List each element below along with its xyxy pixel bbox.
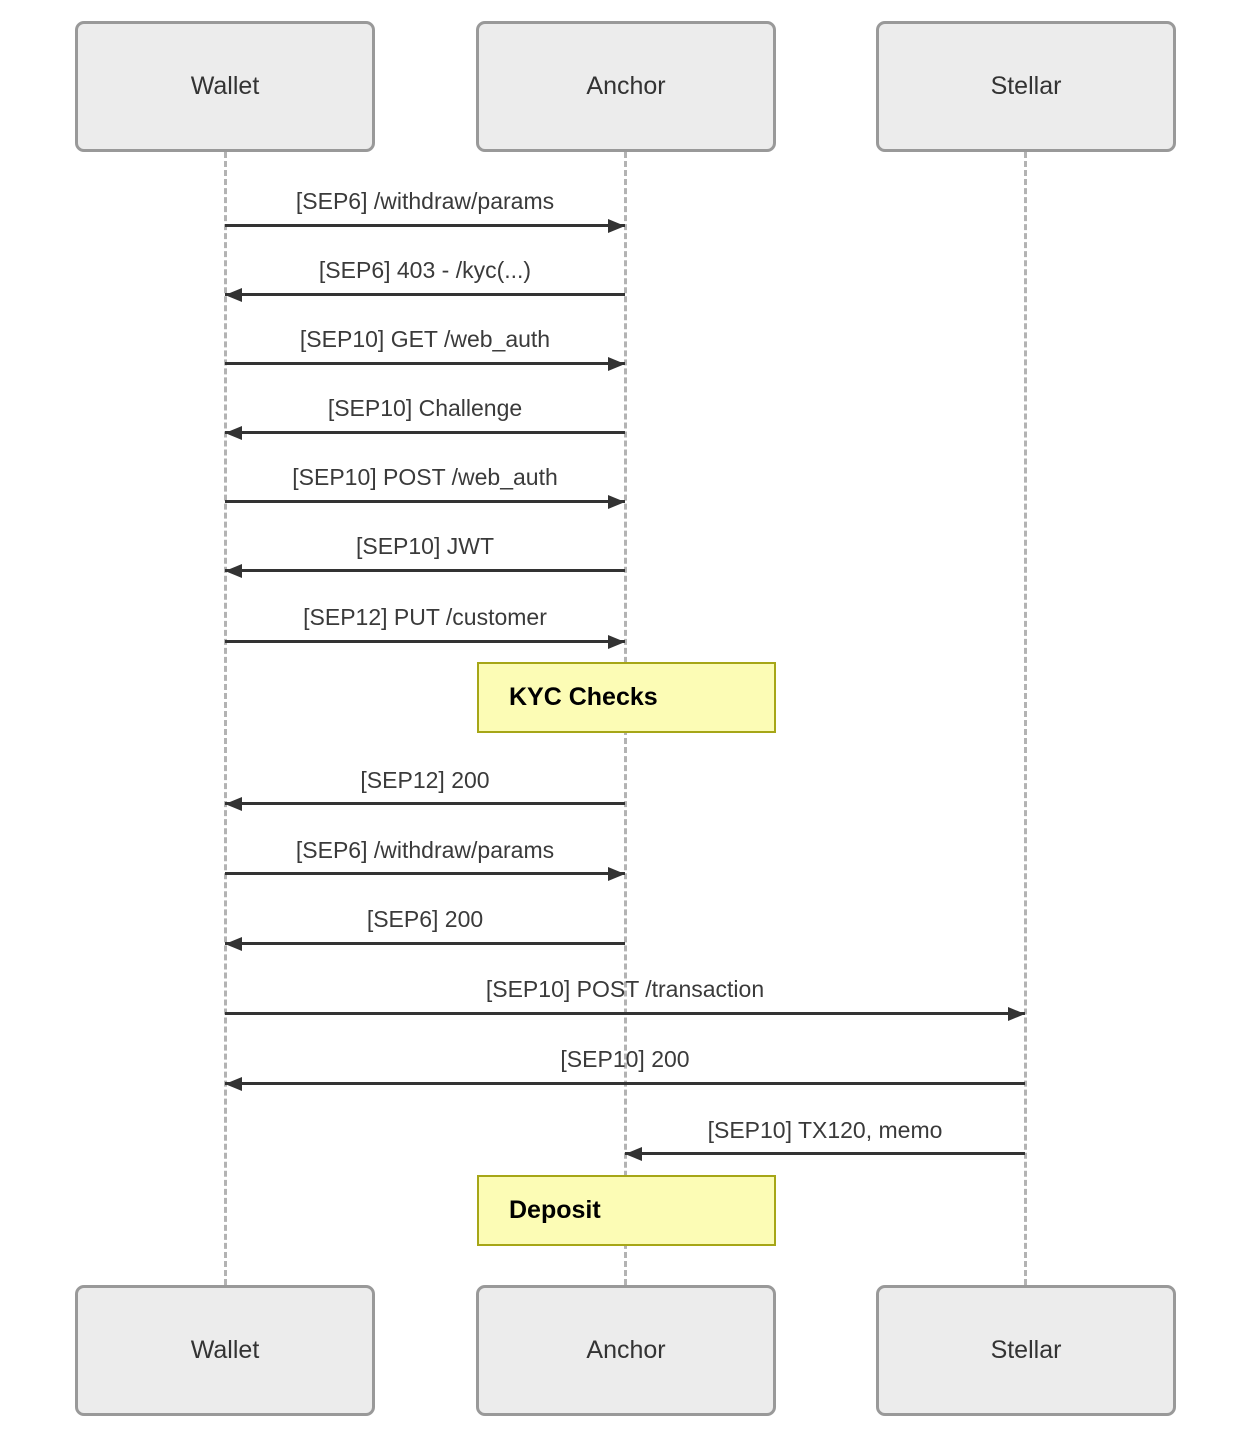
message-arrow: [225, 1076, 1025, 1091]
arrowhead-right-icon: [608, 494, 625, 509]
message-arrow: [225, 356, 625, 371]
actor-box-wallet-top: Wallet: [75, 21, 375, 152]
message-label: [SEP10] Challenge: [327, 395, 523, 421]
arrowhead-left-icon: [225, 1076, 242, 1091]
actor-box-stellar-bottom: Stellar: [876, 1285, 1176, 1416]
message-arrow: [225, 425, 625, 440]
arrowhead-right-icon: [1008, 1006, 1025, 1021]
message-arrow: [225, 936, 625, 951]
message-label: [SEP6] 403 - /kyc(...): [318, 257, 532, 283]
note-kyc-checks: KYC Checks: [477, 662, 776, 733]
message-label: [SEP12] PUT /customer: [303, 604, 547, 630]
message-label: [SEP6] /withdraw/params: [295, 188, 555, 214]
arrowhead-left-icon: [225, 796, 242, 811]
actor-label-anchor: Anchor: [586, 72, 666, 100]
note-label: Deposit: [509, 1196, 601, 1224]
actor-box-anchor-bottom: Anchor: [476, 1285, 776, 1416]
message-label: [SEP10] POST /web_auth: [292, 464, 558, 490]
message-label: [SEP10] 200: [560, 1046, 690, 1072]
message-label: [SEP6] /withdraw/params: [295, 837, 555, 863]
message-label: [SEP10] POST /transaction: [485, 976, 765, 1002]
arrowhead-left-icon: [225, 287, 242, 302]
message-label: [SEP6] 200: [366, 906, 484, 932]
message-label: [SEP10] GET /web_auth: [299, 326, 551, 352]
actor-box-stellar-top: Stellar: [876, 21, 1176, 152]
actor-label-wallet: Wallet: [190, 72, 260, 100]
message-arrow: [225, 634, 625, 649]
message-label: [SEP12] 200: [360, 767, 490, 793]
message-label: [SEP10] JWT: [355, 533, 495, 559]
actor-box-anchor-top: Anchor: [476, 21, 776, 152]
arrowhead-right-icon: [608, 866, 625, 881]
actor-label-stellar: Stellar: [990, 72, 1062, 100]
message-arrow: [225, 796, 625, 811]
message-arrow: [225, 218, 625, 233]
arrowhead-right-icon: [608, 218, 625, 233]
message-arrow: [225, 866, 625, 881]
arrowhead-left-icon: [225, 936, 242, 951]
arrowhead-right-icon: [608, 356, 625, 371]
arrowhead-left-icon: [625, 1146, 642, 1161]
lifeline-stellar: [1024, 152, 1027, 1285]
lifeline-wallet: [224, 152, 227, 1285]
message-arrow: [225, 494, 625, 509]
note-label: KYC Checks: [509, 683, 658, 711]
message-label: [SEP10] TX120, memo: [707, 1117, 943, 1143]
arrowhead-right-icon: [608, 634, 625, 649]
note-deposit: Deposit: [477, 1175, 776, 1246]
message-arrow: [625, 1146, 1025, 1161]
actor-box-wallet-bottom: Wallet: [75, 1285, 375, 1416]
actor-label-stellar: Stellar: [990, 1336, 1062, 1364]
arrowhead-left-icon: [225, 425, 242, 440]
message-arrow: [225, 287, 625, 302]
actor-label-anchor: Anchor: [586, 1336, 666, 1364]
actor-label-wallet: Wallet: [190, 1336, 260, 1364]
arrowhead-left-icon: [225, 563, 242, 578]
message-arrow: [225, 1006, 1025, 1021]
message-arrow: [225, 563, 625, 578]
